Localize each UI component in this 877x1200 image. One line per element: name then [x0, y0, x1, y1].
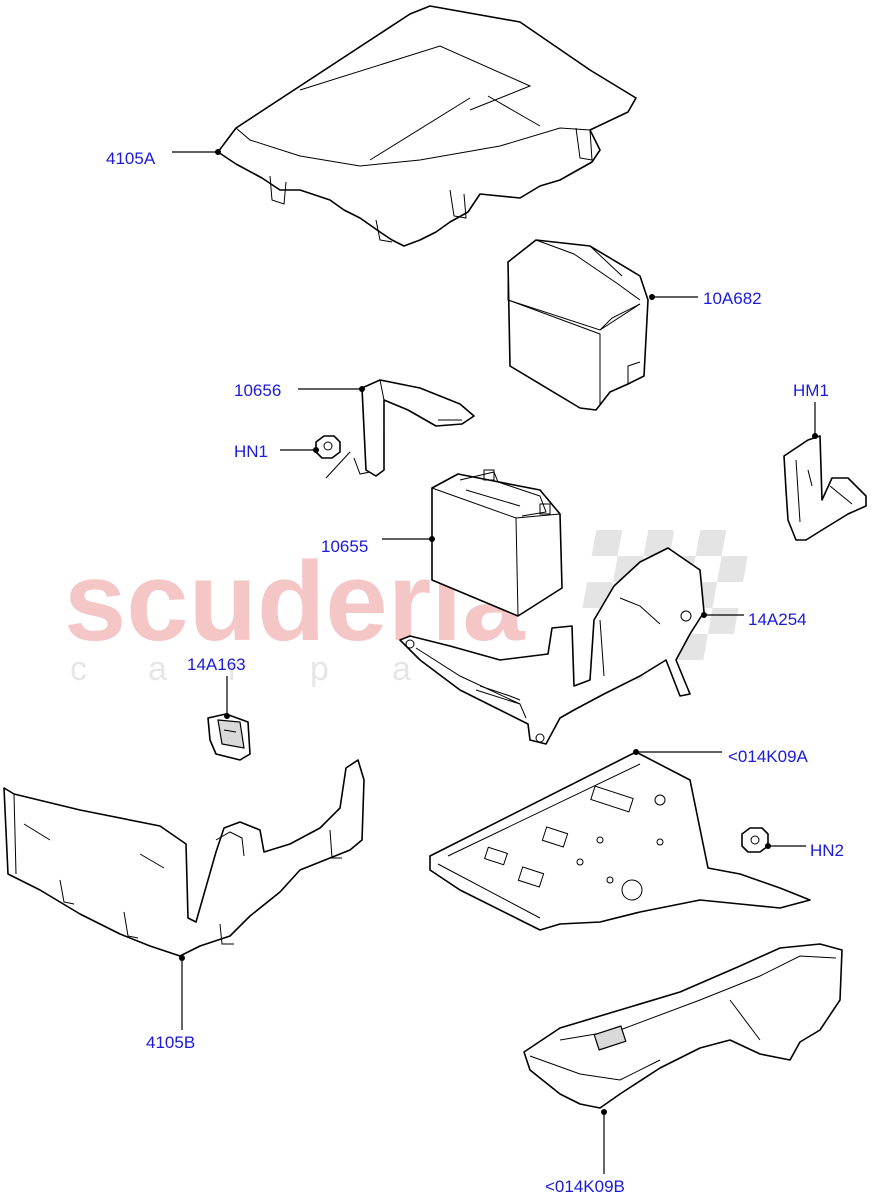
part-hn1-nut[interactable] — [315, 435, 351, 479]
callout-10655[interactable]: 10655 — [321, 537, 368, 556]
part-10655-battery[interactable] — [431, 469, 563, 617]
callout-10656[interactable]: 10656 — [234, 381, 281, 400]
callout-14a163[interactable]: 14A163 — [187, 655, 246, 674]
part-hn2-nut[interactable] — [741, 827, 769, 853]
callout-014k09a[interactable]: <014K09A — [728, 747, 809, 766]
watermark-letter: r — [228, 650, 239, 688]
watermark-letter: p — [310, 650, 329, 688]
part-14a254-battery-tray[interactable] — [399, 547, 705, 745]
callout-14a254[interactable]: 14A254 — [748, 610, 807, 629]
callout-labels: 4105A 10A682 10656 HN1 HM1 10655 14A254 … — [106, 149, 844, 1196]
watermark-letter: a — [392, 650, 411, 688]
part-4105a-battery-cover[interactable] — [217, 5, 637, 247]
callout-4105b[interactable]: 4105B — [146, 1033, 195, 1052]
part-10656-battery-clamp[interactable] — [353, 379, 475, 477]
part-10a682-battery-insulator[interactable] — [507, 239, 649, 411]
watermark-letter: c — [70, 650, 87, 688]
callout-014k09b[interactable]: <014K09B — [545, 1177, 625, 1196]
part-014k09a-tray-base[interactable] — [429, 751, 811, 931]
leader-lines — [172, 149, 818, 1174]
callout-hn2[interactable]: HN2 — [810, 841, 844, 860]
callout-10a682[interactable]: 10A682 — [703, 289, 762, 308]
part-4105b-lower-cover[interactable] — [3, 759, 365, 957]
callout-4105a[interactable]: 4105A — [106, 149, 156, 168]
watermark-letter: a — [148, 650, 167, 688]
part-hm1-bracket[interactable] — [783, 435, 867, 541]
part-14a163-clip[interactable] — [207, 713, 251, 761]
part-014k09b-tray-support[interactable] — [523, 943, 843, 1109]
callout-hn1[interactable]: HN1 — [234, 442, 268, 461]
callout-hm1[interactable]: HM1 — [793, 381, 829, 400]
